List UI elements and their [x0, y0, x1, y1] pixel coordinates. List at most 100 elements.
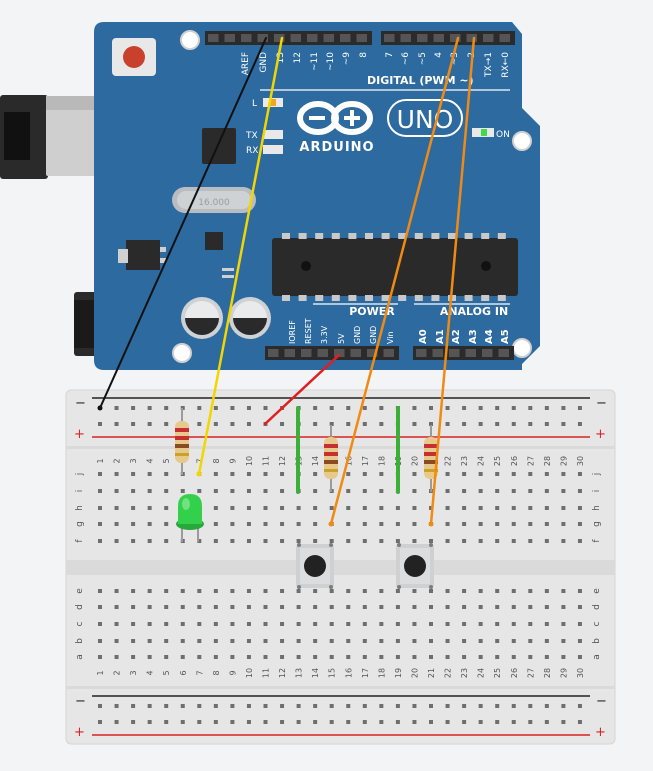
breadboard-hole[interactable]: [114, 622, 119, 626]
breadboard-hole[interactable]: [544, 589, 549, 593]
rail-hole[interactable]: [147, 422, 152, 426]
breadboard-hole[interactable]: [296, 506, 301, 510]
breadboard-hole[interactable]: [147, 622, 152, 626]
resistor[interactable]: [175, 408, 189, 475]
rail-hole[interactable]: [131, 422, 136, 426]
breadboard-hole[interactable]: [379, 539, 384, 543]
breadboard-hole[interactable]: [395, 639, 400, 643]
breadboard-hole[interactable]: [561, 605, 566, 609]
rail-hole[interactable]: [511, 720, 516, 724]
breadboard-hole[interactable]: [362, 655, 367, 659]
rail-hole[interactable]: [147, 720, 152, 724]
breadboard-hole[interactable]: [395, 506, 400, 510]
breadboard-hole[interactable]: [147, 605, 152, 609]
rail-hole[interactable]: [362, 704, 367, 708]
rail-hole[interactable]: [263, 406, 268, 410]
analog-header-pin[interactable]: [449, 349, 460, 357]
breadboard-hole[interactable]: [544, 539, 549, 543]
breadboard-hole[interactable]: [362, 589, 367, 593]
breadboard-hole[interactable]: [528, 472, 533, 476]
breadboard-hole[interactable]: [495, 472, 500, 476]
breadboard-hole[interactable]: [429, 622, 433, 626]
rail-hole[interactable]: [478, 704, 483, 708]
digital-header-pin[interactable]: [466, 34, 478, 42]
rail-hole[interactable]: [246, 704, 251, 708]
breadboard-hole[interactable]: [544, 639, 549, 643]
rail-hole[interactable]: [412, 704, 417, 708]
breadboard-hole[interactable]: [478, 655, 483, 659]
rail-hole[interactable]: [230, 422, 235, 426]
breadboard-hole[interactable]: [412, 522, 417, 526]
breadboard-hole[interactable]: [511, 589, 516, 593]
breadboard-hole[interactable]: [98, 472, 102, 476]
breadboard-hole[interactable]: [478, 506, 483, 510]
breadboard-hole[interactable]: [230, 522, 235, 526]
analog-header-pin[interactable]: [498, 349, 510, 357]
breadboard-hole[interactable]: [561, 539, 566, 543]
digital-header-pin[interactable]: [499, 34, 511, 42]
rail-hole[interactable]: [280, 720, 285, 724]
rail-hole[interactable]: [412, 406, 417, 410]
rail-hole[interactable]: [98, 720, 102, 724]
rail-hole[interactable]: [230, 720, 235, 724]
breadboard-hole[interactable]: [495, 622, 500, 626]
breadboard-hole[interactable]: [114, 506, 119, 510]
breadboard-hole[interactable]: [577, 589, 582, 593]
breadboard-hole[interactable]: [544, 506, 549, 510]
breadboard-hole[interactable]: [280, 622, 285, 626]
breadboard-hole[interactable]: [230, 622, 235, 626]
rail-hole[interactable]: [263, 704, 268, 708]
breadboard-hole[interactable]: [577, 489, 582, 493]
rail-hole[interactable]: [230, 406, 235, 410]
breadboard-hole[interactable]: [114, 639, 119, 643]
rail-hole[interactable]: [445, 704, 450, 708]
breadboard-hole[interactable]: [462, 605, 467, 609]
power-header-pin[interactable]: [284, 349, 296, 357]
rail-hole[interactable]: [313, 422, 318, 426]
breadboard-hole[interactable]: [131, 489, 136, 493]
breadboard-hole[interactable]: [131, 639, 136, 643]
rail-hole[interactable]: [561, 406, 566, 410]
rail-hole[interactable]: [213, 720, 218, 724]
rail-hole[interactable]: [180, 704, 185, 708]
breadboard-hole[interactable]: [131, 655, 136, 659]
breadboard-hole[interactable]: [98, 522, 102, 526]
resistor[interactable]: [424, 425, 438, 492]
breadboard-hole[interactable]: [197, 639, 202, 643]
rail-hole[interactable]: [462, 704, 467, 708]
breadboard-hole[interactable]: [511, 639, 516, 643]
rail-hole[interactable]: [511, 422, 516, 426]
breadboard-hole[interactable]: [495, 655, 500, 659]
breadboard-hole[interactable]: [544, 472, 549, 476]
breadboard-hole[interactable]: [495, 539, 500, 543]
breadboard-hole[interactable]: [131, 522, 136, 526]
rail-hole[interactable]: [544, 406, 549, 410]
breadboard-hole[interactable]: [362, 506, 367, 510]
breadboard-hole[interactable]: [230, 605, 235, 609]
breadboard-hole[interactable]: [296, 522, 301, 526]
breadboard-hole[interactable]: [230, 655, 235, 659]
breadboard-hole[interactable]: [544, 622, 549, 626]
pushbutton[interactable]: [396, 543, 434, 589]
rail-hole[interactable]: [544, 704, 549, 708]
wire-gnd[interactable]: [99, 37, 267, 409]
rail-hole[interactable]: [313, 406, 318, 410]
breadboard-hole[interactable]: [511, 522, 516, 526]
breadboard-hole[interactable]: [213, 472, 218, 476]
analog-header-pin[interactable]: [432, 349, 444, 357]
analog-header-pin[interactable]: [482, 349, 493, 357]
breadboard-hole[interactable]: [246, 539, 251, 543]
rail-hole[interactable]: [577, 704, 582, 708]
breadboard-hole[interactable]: [280, 639, 285, 643]
breadboard-hole[interactable]: [561, 489, 566, 493]
breadboard-hole[interactable]: [246, 506, 251, 510]
rail-hole[interactable]: [528, 422, 533, 426]
breadboard-hole[interactable]: [429, 589, 433, 593]
breadboard-hole[interactable]: [180, 605, 185, 609]
breadboard-hole[interactable]: [246, 489, 251, 493]
breadboard-hole[interactable]: [528, 522, 533, 526]
breadboard-hole[interactable]: [296, 622, 301, 626]
breadboard-hole[interactable]: [164, 539, 169, 543]
breadboard-hole[interactable]: [197, 539, 202, 543]
breadboard-hole[interactable]: [296, 539, 301, 543]
